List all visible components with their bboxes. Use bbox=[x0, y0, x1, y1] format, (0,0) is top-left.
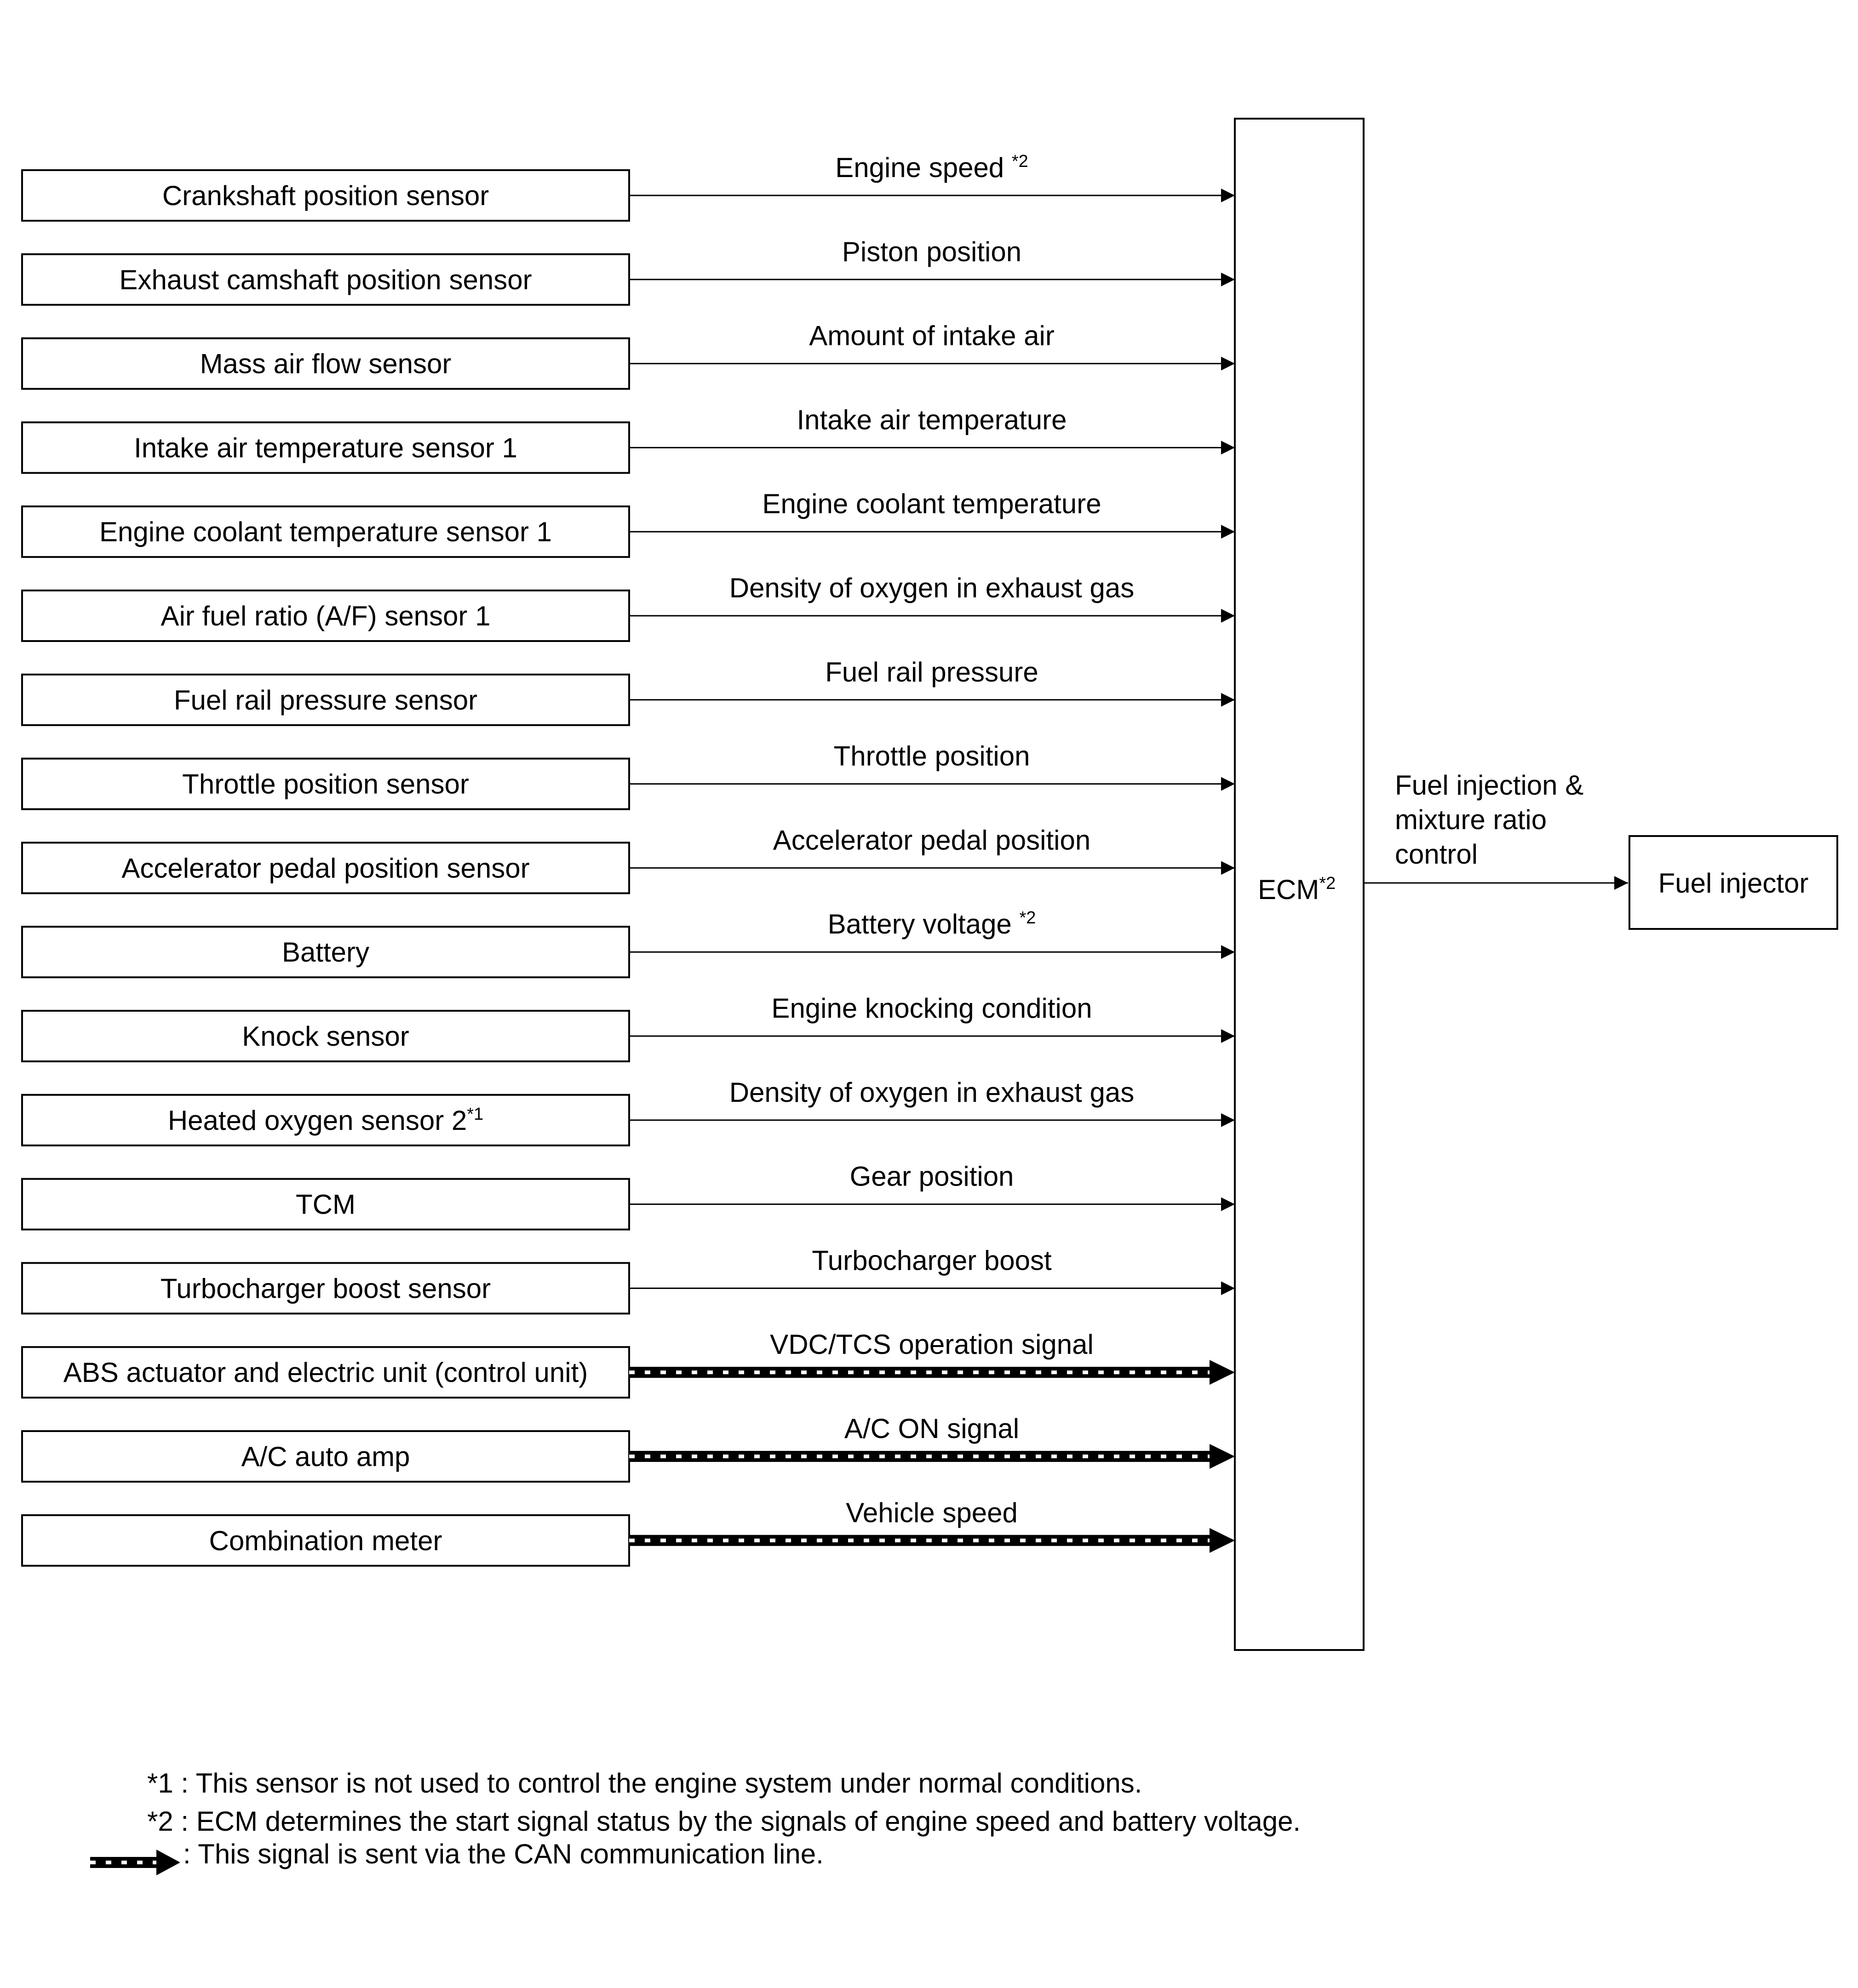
signal-label: VDC/TCS operation signal bbox=[770, 1329, 1094, 1360]
input-row: Exhaust camshaft position sensor Piston p… bbox=[21, 236, 1235, 306]
input-box bbox=[21, 926, 630, 979]
signal-label: Density of oxygen in exhaust gas bbox=[729, 1077, 1135, 1108]
input-label: Air fuel ratio (A/F) sensor 1 bbox=[161, 601, 491, 631]
signal-label: Engine speed *2 bbox=[835, 152, 1028, 183]
note-2: *2 : ECM determines the start signal sta… bbox=[147, 1806, 1301, 1837]
input-row: Battery Battery voltage *2 bbox=[21, 908, 1235, 979]
input-label: Combination meter bbox=[209, 1525, 442, 1556]
output-signal-line-2: mixture ratio bbox=[1395, 804, 1547, 835]
can-arrow-head bbox=[1210, 1444, 1235, 1469]
signal-label: Piston position bbox=[842, 236, 1021, 267]
input-row: Combination meter Vehicle speed bbox=[21, 1497, 1235, 1567]
input-box bbox=[21, 1346, 630, 1399]
ecm-box bbox=[1234, 118, 1365, 1651]
output-signal-line-3: control bbox=[1395, 839, 1478, 870]
input-label: Crankshaft position sensor bbox=[162, 180, 489, 211]
signal-label: Battery voltage *2 bbox=[828, 908, 1036, 940]
can-arrow-head bbox=[1210, 1528, 1235, 1553]
input-label: TCM bbox=[296, 1189, 356, 1220]
signal-label-note: *2 bbox=[1019, 908, 1036, 928]
input-label: Throttle position sensor bbox=[182, 769, 469, 800]
input-row: A/C auto amp A/C ON signal bbox=[21, 1413, 1235, 1483]
input-row: Turbocharger boost sensor Turbocharger bo… bbox=[21, 1245, 1235, 1315]
signal-label-note: *2 bbox=[1012, 152, 1028, 171]
input-row: Mass air flow sensor Amount of intake air bbox=[21, 321, 1235, 390]
signal-label: Engine coolant temperature bbox=[762, 488, 1101, 519]
input-box bbox=[21, 1178, 630, 1231]
ecm-note: *2 bbox=[1319, 874, 1336, 893]
input-label: Accelerator pedal position sensor bbox=[121, 853, 529, 883]
input-row: Throttle position sensor Throttle positio… bbox=[21, 741, 1235, 810]
ecm-block: ECM*2 bbox=[1234, 118, 1365, 1651]
fuel-injector-box bbox=[1629, 835, 1838, 930]
fuel-injector-label: Fuel injector bbox=[1658, 868, 1809, 899]
input-box bbox=[21, 1094, 630, 1146]
input-signals: Crankshaft position sensor Engine speed *… bbox=[21, 152, 1235, 1567]
input-row: Air fuel ratio (A/F) sensor 1 Density of … bbox=[21, 573, 1235, 642]
signal-label: A/C ON signal bbox=[844, 1413, 1019, 1444]
input-label: Intake air temperature sensor 1 bbox=[134, 432, 517, 463]
signal-label: Amount of intake air bbox=[809, 321, 1055, 351]
input-row: TCM Gear position bbox=[21, 1161, 1235, 1231]
ecm-label: ECM*2 bbox=[1258, 874, 1336, 905]
input-box bbox=[21, 421, 630, 474]
input-label: Heated oxygen sensor 2*1 bbox=[168, 1105, 483, 1136]
input-row: Accelerator pedal position sensor Acceler… bbox=[21, 825, 1235, 894]
note-1: *1 : This sensor is not used to control … bbox=[147, 1768, 1142, 1799]
input-label: A/C auto amp bbox=[241, 1441, 410, 1472]
input-label: ABS actuator and electric unit (control … bbox=[63, 1357, 588, 1388]
signal-label: Density of oxygen in exhaust gas bbox=[729, 573, 1135, 603]
input-row: Engine coolant temperature sensor 1 Engin… bbox=[21, 488, 1235, 558]
input-row: Heated oxygen sensor 2*1 Density of oxyge… bbox=[21, 1077, 1235, 1146]
signal-label: Fuel rail pressure bbox=[825, 657, 1038, 687]
input-box bbox=[21, 842, 630, 894]
input-row: Knock sensor Engine knocking condition bbox=[21, 993, 1235, 1062]
signal-label: Vehicle speed bbox=[846, 1497, 1018, 1528]
can-legend-symbol bbox=[90, 1850, 180, 1875]
output-signal-label: Fuel injection & mixture ratio control bbox=[1395, 770, 1591, 870]
signal-label: Engine knocking condition bbox=[771, 993, 1092, 1024]
input-row: Intake air temperature sensor 1 Intake ai… bbox=[21, 404, 1235, 474]
signal-label: Gear position bbox=[850, 1161, 1014, 1192]
signal-label: Throttle position bbox=[834, 741, 1030, 772]
input-box bbox=[21, 1010, 630, 1062]
input-box bbox=[21, 673, 630, 726]
input-label-note: *1 bbox=[467, 1105, 483, 1124]
input-label: Turbocharger boost sensor bbox=[161, 1273, 491, 1304]
footnotes: *1 : This sensor is not used to control … bbox=[90, 1768, 1301, 1875]
input-label: Mass air flow sensor bbox=[200, 349, 452, 379]
can-arrow-head bbox=[1210, 1360, 1235, 1385]
input-row: Crankshaft position sensor Engine speed *… bbox=[21, 152, 1235, 222]
input-row: ABS actuator and electric unit (control … bbox=[21, 1329, 1235, 1399]
input-label: Exhaust camshaft position sensor bbox=[119, 264, 532, 295]
output-signal-line-1: Fuel injection & bbox=[1395, 770, 1583, 801]
note-3: : This signal is sent via the CAN commun… bbox=[183, 1839, 824, 1869]
signal-label: Turbocharger boost bbox=[812, 1245, 1052, 1276]
input-label: Engine coolant temperature sensor 1 bbox=[99, 516, 552, 547]
input-box bbox=[21, 1262, 630, 1315]
input-box bbox=[21, 337, 630, 390]
input-box bbox=[21, 169, 630, 222]
signal-label: Accelerator pedal position bbox=[773, 825, 1090, 855]
input-row: Fuel rail pressure sensor Fuel rail press… bbox=[21, 657, 1235, 726]
output-block: Fuel injection & mixture ratio control F… bbox=[1364, 770, 1838, 930]
input-label: Knock sensor bbox=[242, 1021, 409, 1052]
signal-label: Intake air temperature bbox=[797, 404, 1067, 435]
input-label: Battery bbox=[282, 937, 369, 968]
input-box bbox=[21, 253, 630, 306]
input-label: Fuel rail pressure sensor bbox=[174, 685, 477, 716]
input-box bbox=[21, 1514, 630, 1567]
